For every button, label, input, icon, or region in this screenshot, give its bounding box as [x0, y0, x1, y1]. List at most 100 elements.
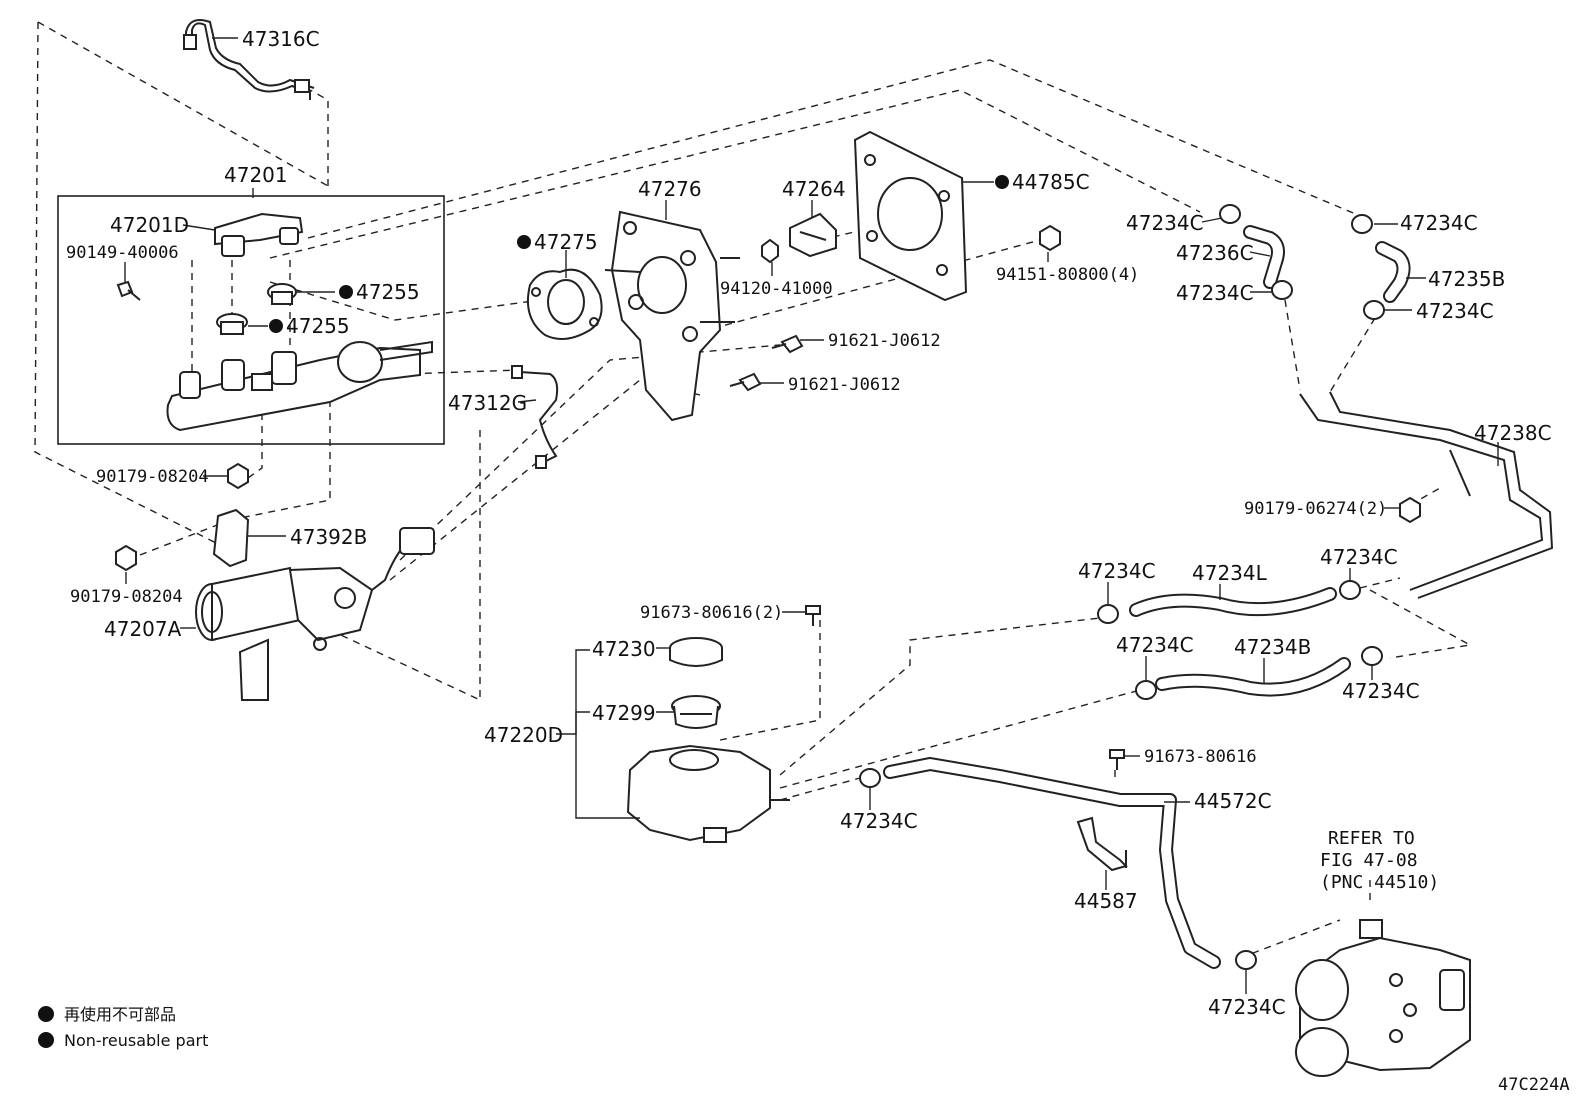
label-47238C[interactable]: 47238C	[1474, 421, 1552, 445]
reservoir-bracket-47201d	[214, 212, 304, 257]
label-91621-J0612-b[interactable]: 91621-J0612	[788, 375, 901, 395]
label-90149-40006[interactable]: 90149-40006	[66, 243, 179, 263]
label-47234C-7[interactable]: 47234C	[1116, 633, 1194, 657]
bolt-90149-40006	[116, 280, 141, 301]
reservoir-tank-47220d	[626, 744, 790, 843]
label-47234B[interactable]: 47234B	[1234, 635, 1311, 659]
clamp-47234c-8	[1361, 646, 1383, 666]
grommet-47255b	[216, 313, 248, 335]
refer-note-line2[interactable]: FIG 47-08	[1320, 850, 1418, 871]
legend-bullet-icon	[38, 1006, 54, 1022]
nut-90179-08204-a	[227, 462, 249, 490]
grommet-47255a	[267, 283, 297, 305]
label-47235B[interactable]: 47235B	[1428, 267, 1505, 291]
bolt-91621-j0612-a	[771, 334, 804, 354]
master-cylinder-group-box	[57, 195, 445, 445]
legend-text-en: Non-reusable part	[64, 1031, 208, 1050]
label-90179-08204-a[interactable]: 90179-08204	[96, 467, 209, 487]
label-47234C-1[interactable]: 47234C	[1126, 211, 1204, 235]
clamp-47234c-6	[1339, 580, 1361, 600]
label-47234C-2[interactable]: 47234C	[1176, 281, 1254, 305]
gasket-47275	[526, 268, 603, 340]
bracket-44587	[1076, 816, 1128, 872]
bolt-91673-80616-2	[805, 605, 821, 626]
clamp-47234c-10	[1235, 950, 1257, 970]
bolt-91673-80616	[1109, 749, 1125, 770]
label-47312G[interactable]: 47312G	[448, 391, 527, 415]
label-47255-a[interactable]: 47255	[356, 280, 420, 304]
label-91673-80616[interactable]: 91673-80616	[1144, 747, 1257, 767]
label-90179-06274[interactable]: 90179-06274(2)	[1244, 499, 1387, 519]
diagram-code: 47C224A	[1498, 1075, 1570, 1095]
label-91621-J0612-a[interactable]: 91621-J0612	[828, 331, 941, 351]
label-91673-80616-2[interactable]: 91673-80616(2)	[640, 603, 783, 623]
label-47234C-5[interactable]: 47234C	[1078, 559, 1156, 583]
booster-47207a	[195, 527, 435, 701]
label-44587[interactable]: 44587	[1074, 889, 1138, 913]
label-47234C-10[interactable]: 47234C	[1208, 995, 1286, 1019]
label-47276[interactable]: 47276	[638, 177, 702, 201]
clamp-47234c-4	[1363, 300, 1385, 320]
label-90179-08204-b[interactable]: 90179-08204	[70, 587, 183, 607]
refer-note-line3: (PNC 44510)	[1320, 872, 1439, 893]
label-94151-80800[interactable]: 94151-80800(4)	[996, 265, 1139, 285]
abs-actuator	[1295, 919, 1471, 1077]
leader-lines	[124, 37, 1499, 994]
label-47316C[interactable]: 47316C	[242, 27, 320, 51]
label-47275[interactable]: 47275	[534, 230, 598, 254]
clamp-47234c-2	[1271, 280, 1293, 300]
clamp-47234c-1	[1219, 204, 1241, 224]
label-44785C[interactable]: 44785C	[1012, 170, 1090, 194]
cap-47230	[669, 637, 723, 667]
hose-44572c	[883, 757, 1221, 969]
nut-94120-41000	[761, 238, 779, 264]
label-47201[interactable]: 47201	[224, 163, 288, 187]
label-47255-b[interactable]: 47255	[286, 314, 350, 338]
brake-tube-47316c	[183, 19, 315, 100]
bracket-47392b	[212, 508, 250, 568]
nut-90179-08204-b	[115, 544, 137, 572]
tube-47238c	[1299, 391, 1554, 599]
label-47230[interactable]: 47230	[592, 637, 656, 661]
label-47234C-4[interactable]: 47234C	[1416, 299, 1494, 323]
label-47201D[interactable]: 47201D	[110, 213, 189, 237]
strainer-47299	[671, 695, 721, 729]
hose-47235b	[1375, 241, 1411, 303]
label-47236C[interactable]: 47236C	[1176, 241, 1254, 265]
legend: 再使用不可部品 Non-reusable part	[38, 1005, 208, 1050]
label-47392B[interactable]: 47392B	[290, 525, 367, 549]
bracket-47264	[789, 212, 837, 258]
label-47220D[interactable]: 47220D	[484, 723, 563, 747]
label-47234L[interactable]: 47234L	[1192, 561, 1268, 585]
nut-94151-80800	[1039, 224, 1061, 252]
bolt-91621-j0612-b	[729, 372, 762, 392]
label-47234C-3[interactable]: 47234C	[1400, 211, 1478, 235]
non-reusable-marker	[517, 235, 531, 249]
label-47234C-6[interactable]: 47234C	[1320, 545, 1398, 569]
label-44572C[interactable]: 44572C	[1194, 789, 1272, 813]
refer-note-line1: REFER TO	[1328, 828, 1415, 849]
label-47234C-8[interactable]: 47234C	[1342, 679, 1420, 703]
label-47264[interactable]: 47264	[782, 177, 846, 201]
clamp-47234c-9	[859, 768, 881, 788]
label-94120-41000[interactable]: 94120-41000	[720, 279, 833, 299]
booster-bracket-47276	[604, 210, 740, 422]
sensor-wire-47312g	[511, 365, 559, 469]
clamp-47234c-5	[1097, 604, 1119, 624]
master-cylinder-body	[166, 340, 433, 432]
non-reusable-marker	[269, 319, 283, 333]
refer-note: REFER TO FIG 47-08 (PNC 44510)	[1320, 828, 1439, 893]
label-47234C-9[interactable]: 47234C	[840, 809, 918, 833]
label-47299[interactable]: 47299	[592, 701, 656, 725]
legend-bullet-icon	[38, 1032, 54, 1048]
nut-90179-06274	[1399, 496, 1421, 524]
non-reusable-marker	[339, 285, 353, 299]
assembly-dashed-lines	[34, 21, 1473, 959]
label-47207A[interactable]: 47207A	[104, 617, 182, 641]
non-reusable-marker	[995, 175, 1009, 189]
part-labels: 47316C 47201 47201D 90149-40006 47255 47…	[66, 27, 1552, 1019]
hose-47236c	[1243, 225, 1285, 289]
hose-47234l	[1129, 587, 1337, 617]
